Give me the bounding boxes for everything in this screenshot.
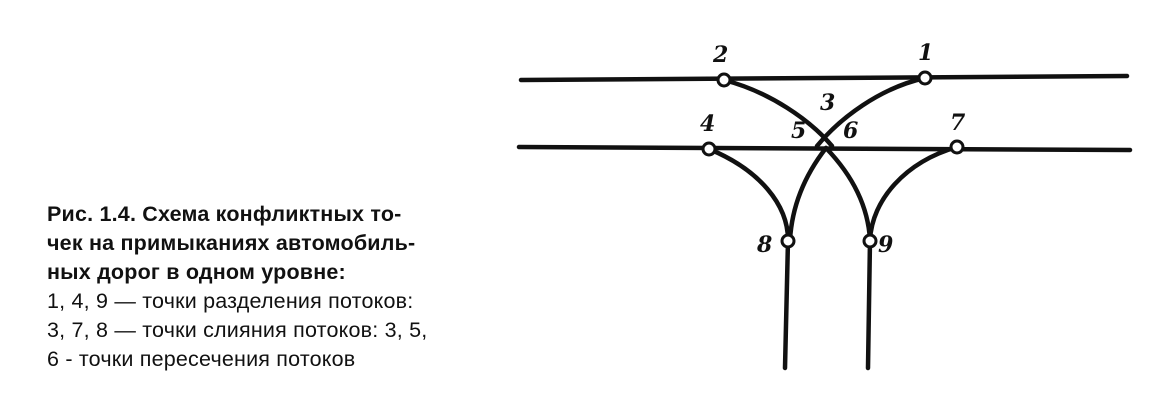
label-6: 6 (843, 118, 858, 144)
label-8: 8 (756, 232, 772, 258)
branch-right-inner (823, 145, 873, 243)
upper-road-line (518, 73, 1130, 83)
label-3: 3 (820, 90, 835, 116)
label-9: 9 (878, 232, 893, 258)
conflict-point-4 (701, 141, 717, 157)
caption-body-line-2: 3, 7, 8 — точки слияния потоков: 3, 5, (47, 318, 428, 342)
label-1: 1 (918, 40, 933, 66)
label-5: 5 (791, 118, 806, 144)
label-7: 7 (950, 110, 966, 136)
figure-caption: Рис. 1.4. Схема конфликтных то- чек на п… (47, 200, 427, 374)
caption-title-line-3: ных дорог в одном уровне: (47, 260, 346, 284)
conflict-point-7 (949, 139, 965, 155)
conflict-point-8 (780, 233, 796, 249)
conflict-point-2 (716, 72, 732, 88)
label-2: 2 (712, 42, 728, 68)
conflict-point-1 (917, 70, 933, 86)
label-4: 4 (700, 111, 715, 137)
ramp-1-to-lower (814, 75, 928, 149)
caption-title-line-1: Рис. 1.4. Схема конфликтных то- (47, 202, 402, 226)
conflict-point-9 (862, 233, 878, 249)
branch-left-outer (706, 146, 791, 371)
branch-left-inner (787, 145, 829, 243)
caption-body-line-1: 1, 4, 9 — точки разделения потоков: (47, 289, 414, 313)
caption-body-line-3: 6 - точки пересечения потоков (47, 347, 356, 371)
caption-title-line-2: чек на примыканиях автомобиль- (47, 231, 416, 255)
ramp-2-to-lower (721, 77, 835, 149)
